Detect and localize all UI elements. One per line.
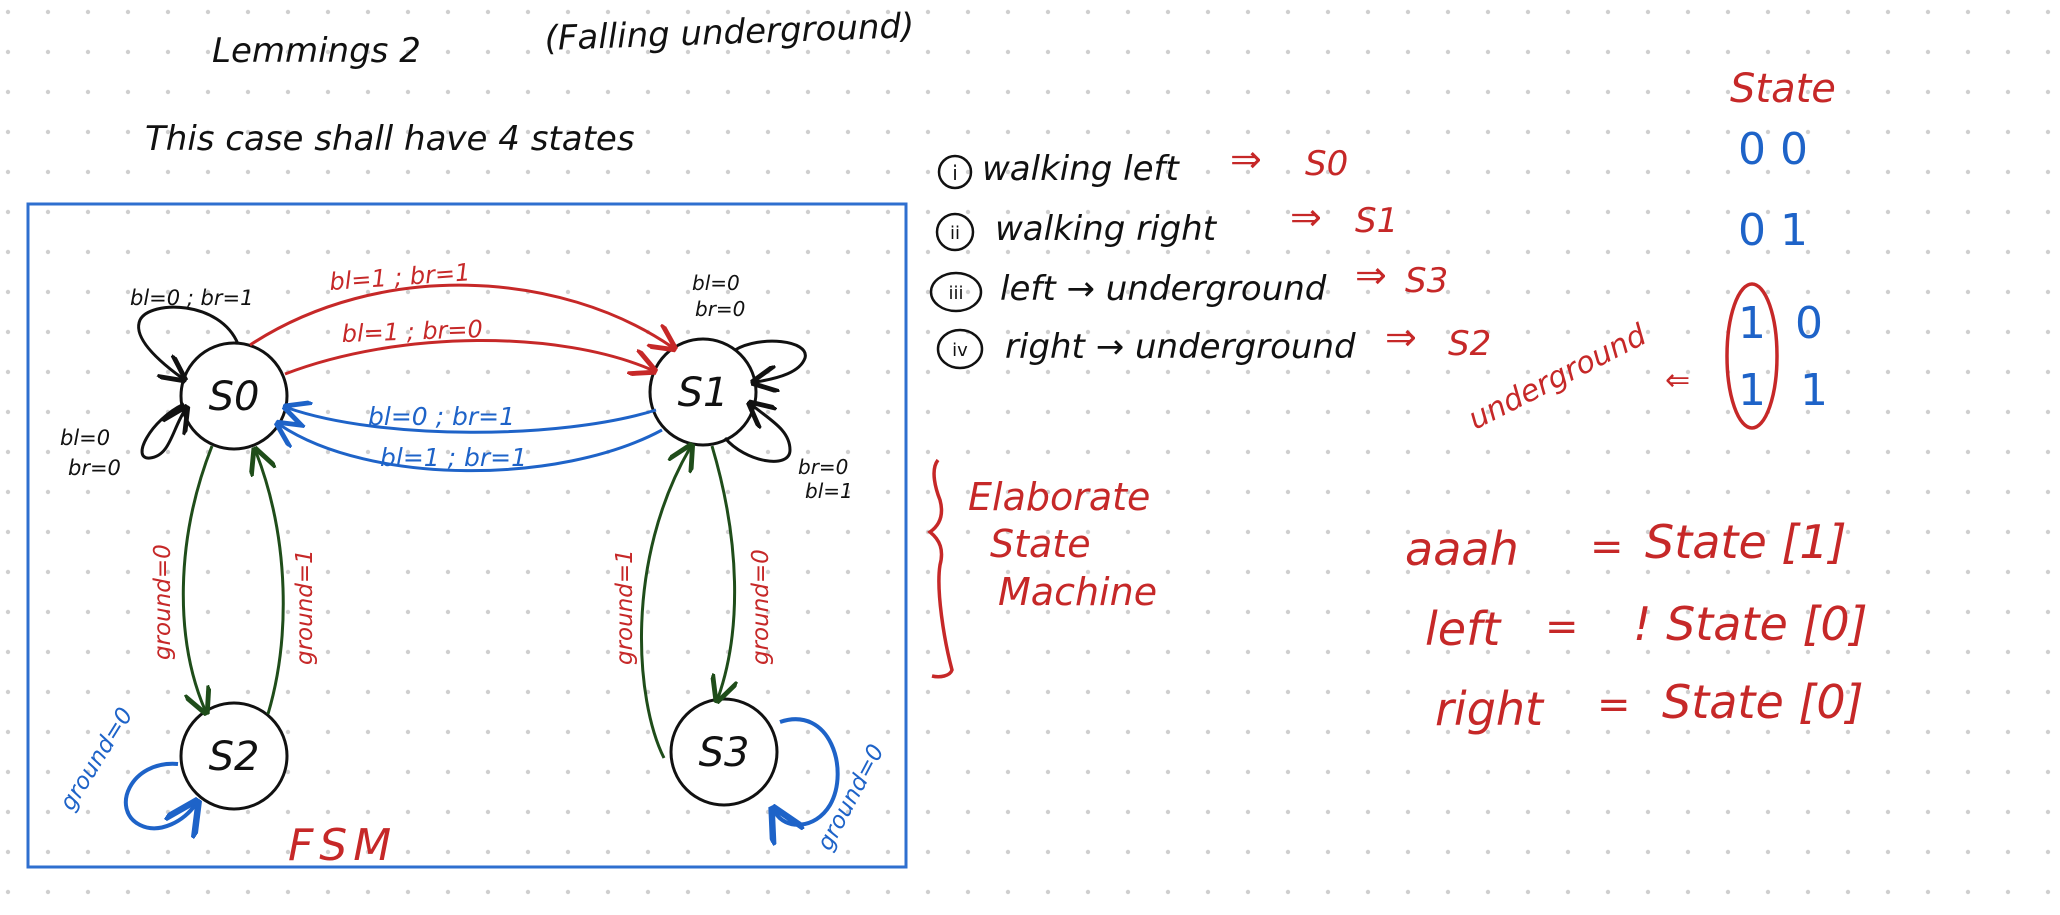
s0-self-left-label-1: bl=0 <box>60 426 110 450</box>
state-list-arrow-4: ⇒ <box>1385 315 1417 359</box>
s1-to-s3-label: ground=0 <box>748 549 774 665</box>
state-table-row4-col1: 1 <box>1738 365 1766 416</box>
msb-highlight-ellipse <box>1725 282 1779 430</box>
fsm-diagram: S0 S1 S2 S3 bl=0 ; br=1 bl=0 br=0 bl=1 ;… <box>26 202 908 871</box>
s0-to-s1-inner-label: bl=1 ; br=0 <box>341 315 483 348</box>
s0-to-s1-inner-arrow <box>284 339 652 374</box>
s0-to-s1-outer-arrow <box>249 283 672 347</box>
state-list-text-3: left → underground <box>1000 269 1327 309</box>
note-line-1: Elaborate <box>968 475 1150 519</box>
s0-to-s2-arrow <box>181 445 214 710</box>
s2-to-s0-label: ground=1 <box>292 549 318 665</box>
state-list-num-circle-1 <box>937 154 973 190</box>
state-list-text-2: walking right <box>995 209 1218 249</box>
state-table-row2-col1: 0 <box>1738 205 1766 256</box>
equation-1-lhs: aaah <box>1405 522 1519 576</box>
s1-self-right-label-2: bl=1 <box>805 479 853 503</box>
equation-3-rhs: State [0] <box>1662 675 1864 729</box>
underground-arrow: ⇐ <box>1665 363 1690 398</box>
state-s1-label: S1 <box>678 370 729 416</box>
equation-1-eq: = <box>1590 524 1624 570</box>
state-list-num-circle-4 <box>936 328 984 370</box>
equation-3-eq: = <box>1597 682 1631 728</box>
state-list-state-4: S2 <box>1448 324 1491 364</box>
s0-self-loop-top-arrow <box>137 305 240 378</box>
state-table-row3-col1: 1 <box>1738 298 1766 349</box>
equation-1-rhs: State [1] <box>1645 515 1847 569</box>
state-list-arrow-1: ⇒ <box>1230 137 1262 181</box>
s1-to-s3-arrow <box>712 445 735 698</box>
fsm-border <box>26 202 908 869</box>
state-list-arrow-3: ⇒ <box>1355 253 1387 297</box>
page-title: Lemmings 2 <box>212 31 421 71</box>
state-table-row1-col1: 0 <box>1738 124 1766 175</box>
state-list-num-1: i <box>952 161 958 185</box>
state-list-num-circle-2 <box>935 212 975 252</box>
state-list: i walking left ⇒ S0 ii walking right ⇒ S… <box>929 137 1491 370</box>
s3-to-s1-arrow <box>640 448 690 759</box>
s2-to-s0-arrow <box>256 452 285 715</box>
state-list-arrow-2: ⇒ <box>1290 195 1322 239</box>
state-s0-label: S0 <box>209 374 260 420</box>
state-list-state-1: S0 <box>1305 144 1348 184</box>
state-table-row2-col2: 1 <box>1780 205 1808 256</box>
s1-to-s0-inner-label: bl=0 ; br=1 <box>368 402 515 431</box>
state-s2 <box>179 701 289 811</box>
state-s2-label: S2 <box>209 734 260 780</box>
state-s3-label: S3 <box>699 730 750 776</box>
state-list-state-3: S3 <box>1405 261 1448 301</box>
state-list-num-3: iii <box>948 283 963 304</box>
s3-to-s1-label: ground=1 <box>612 549 638 665</box>
state-list-text-1: walking left <box>982 149 1180 189</box>
intro-text: This case shall have 4 states <box>145 119 635 159</box>
s0-to-s2-label: ground=0 <box>150 544 176 660</box>
state-list-state-2: S1 <box>1355 201 1398 241</box>
equation-2-lhs: left <box>1425 602 1502 656</box>
s1-self-top-label-2: br=0 <box>695 297 745 321</box>
s1-to-s0-inner-arrow <box>288 408 657 434</box>
state-table-row1-col2: 0 <box>1780 124 1808 175</box>
s0-self-loop-left-arrow <box>140 404 185 460</box>
state-s0 <box>179 341 289 451</box>
state-list-num-2: ii <box>950 223 960 244</box>
s1-self-loop-right-arrow <box>734 339 807 382</box>
s1-self-right-label-1: br=0 <box>798 455 848 479</box>
note-line-3: Machine <box>998 570 1157 614</box>
s1-to-s0-outer-arrow <box>280 425 663 473</box>
output-equations: aaah = State [1] left = ! State [0] righ… <box>1405 515 1868 736</box>
state-table-row3-col2: 0 <box>1795 298 1823 349</box>
state-table-row4-col2: 1 <box>1800 365 1828 416</box>
note: Elaborate State Machine <box>927 458 1157 679</box>
state-list-num-circle-3 <box>929 271 983 313</box>
s0-self-left-label-2: br=0 <box>68 456 121 480</box>
state-list-text-4: right → underground <box>1005 327 1356 367</box>
state-list-num-4: iv <box>952 340 968 361</box>
s1-self-top-label-1: bl=0 <box>692 271 740 295</box>
s2-self-loop-arrow <box>123 761 195 828</box>
equation-3-lhs: right <box>1435 682 1545 736</box>
fsm-caption: FSM <box>288 820 397 871</box>
state-table-header: State <box>1730 66 1836 112</box>
s1-self-loop-lower-arrow <box>723 405 792 463</box>
s3-self-loop-arrow <box>775 717 840 825</box>
equation-2-eq: = <box>1545 604 1579 650</box>
note-line-2: State <box>990 522 1091 566</box>
s1-to-s0-outer-label: bl=1 ; br=1 <box>380 443 527 472</box>
note-brace <box>927 458 954 679</box>
s0-self-top-label: bl=0 ; br=1 <box>130 286 253 310</box>
equation-2-rhs: ! State [0] <box>1633 597 1868 651</box>
